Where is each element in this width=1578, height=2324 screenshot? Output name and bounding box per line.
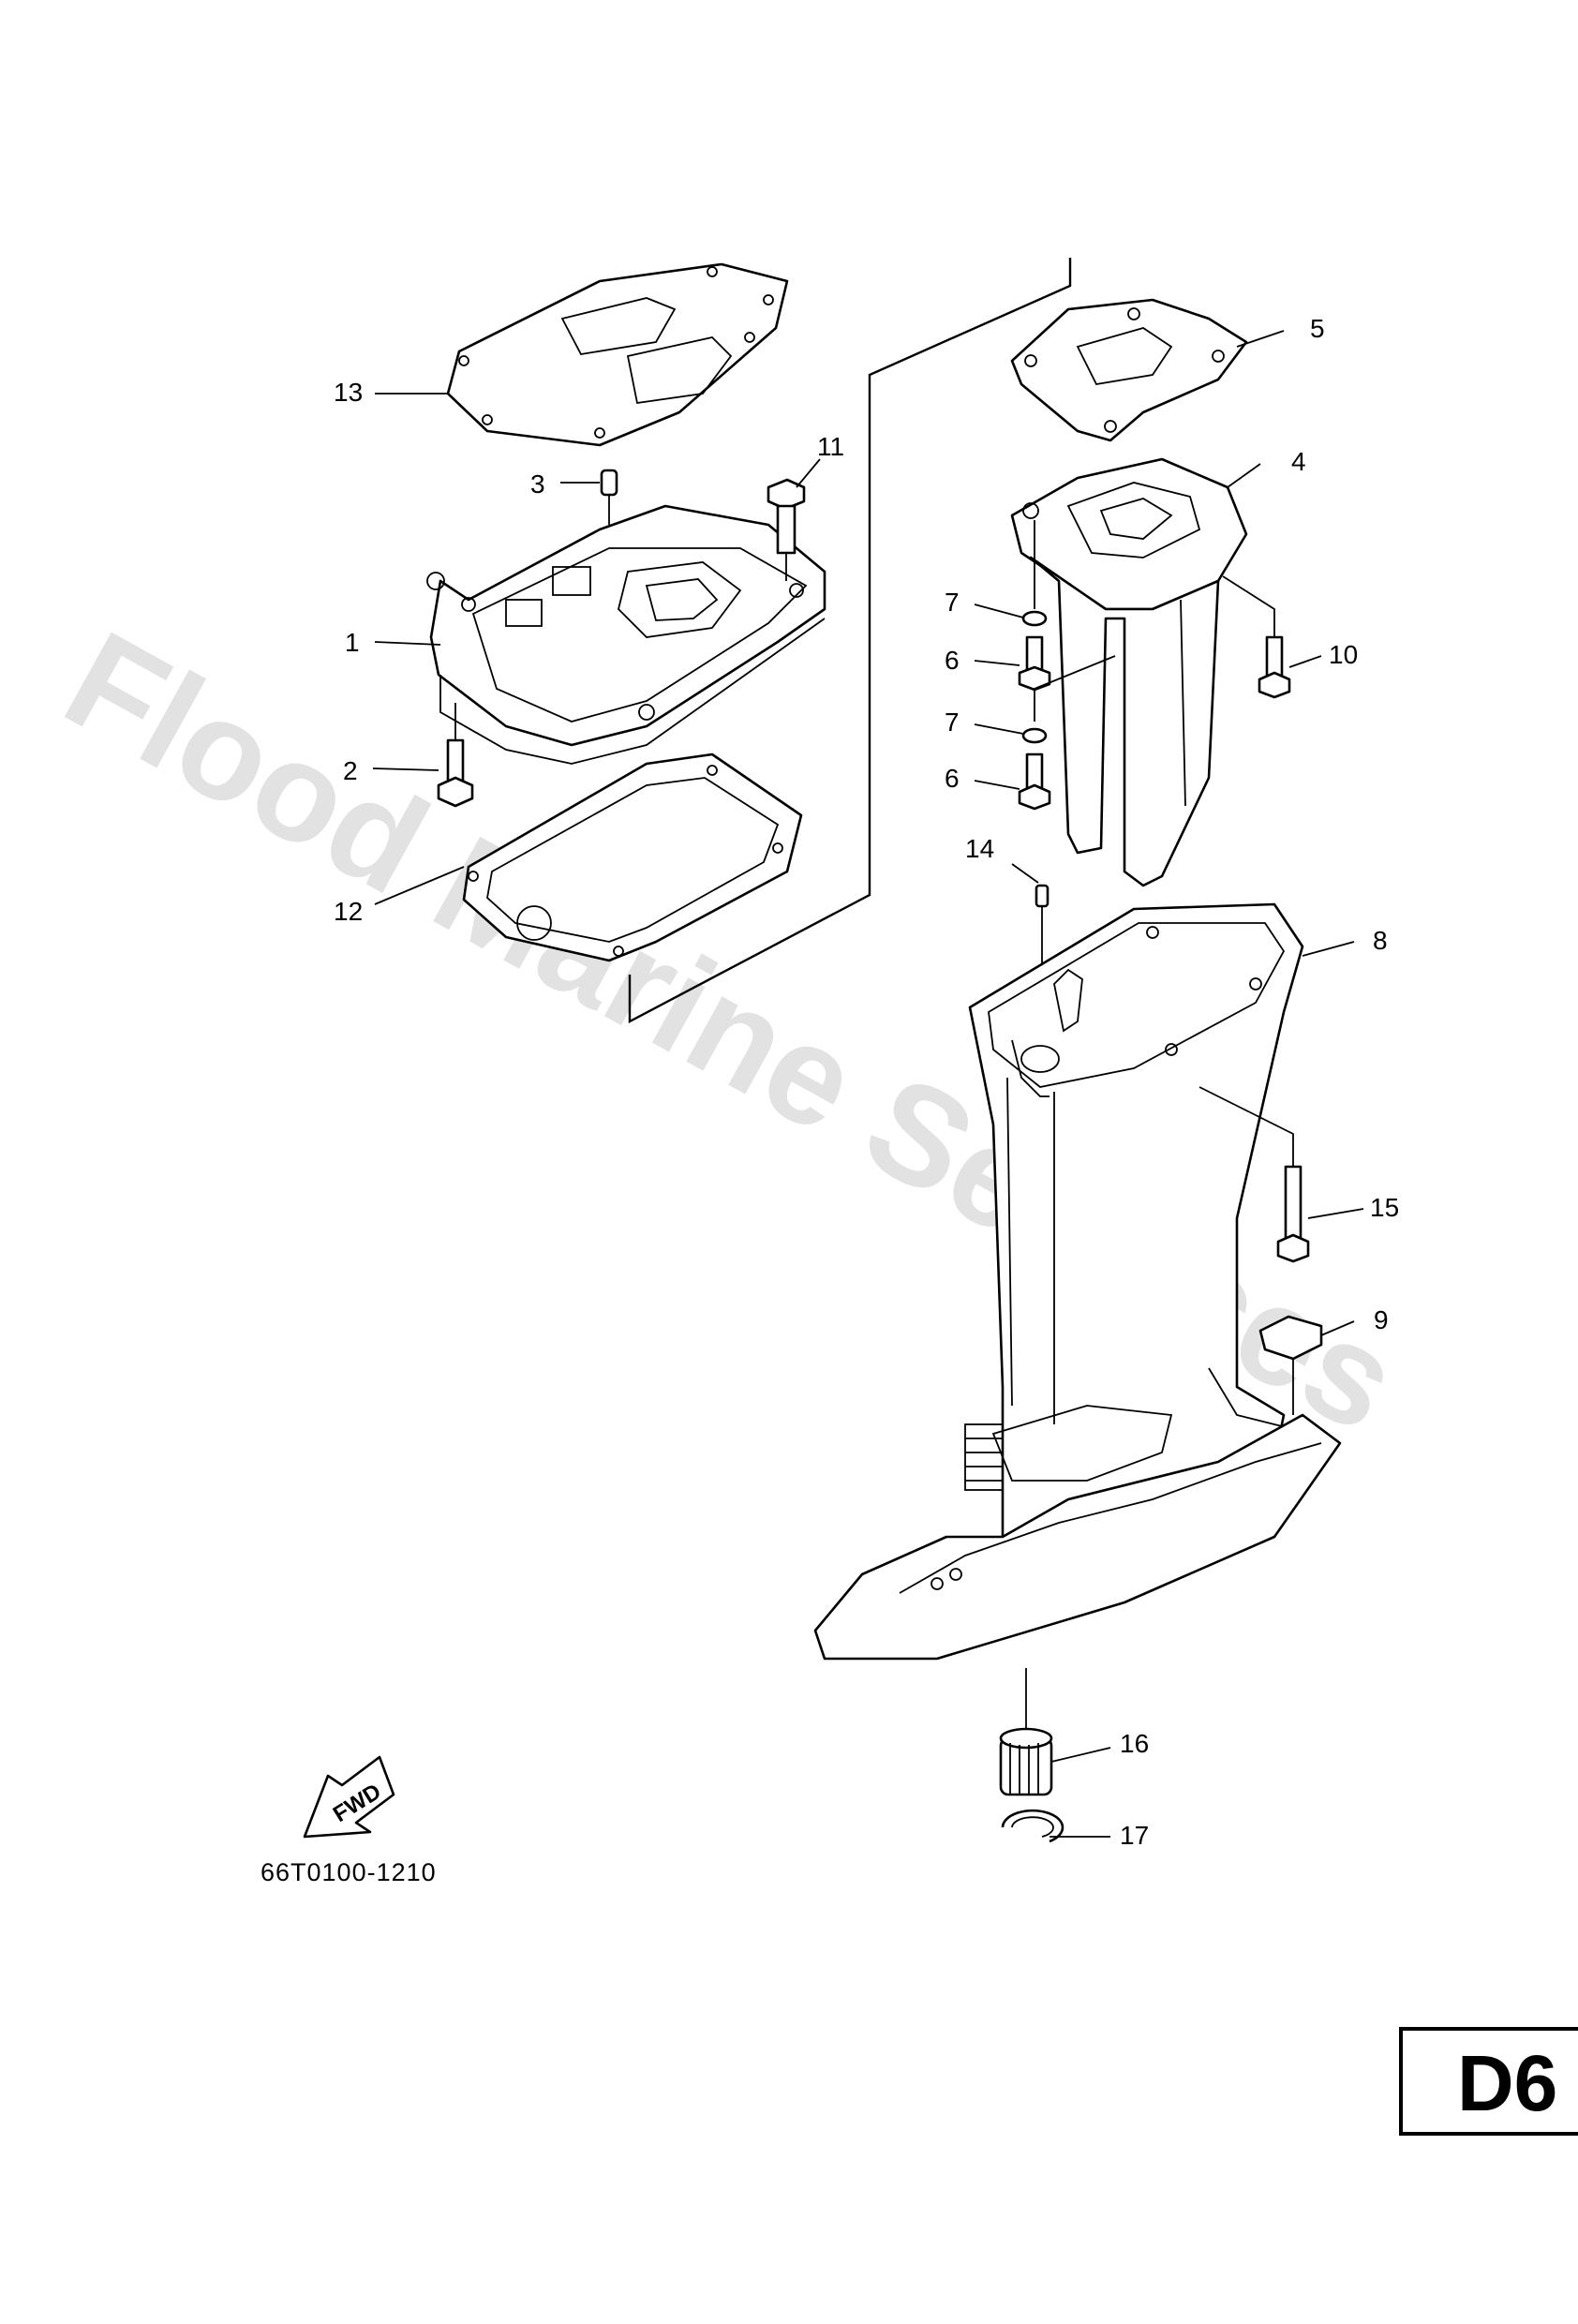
page-id-box: D6	[1399, 2027, 1578, 2136]
callout-leaders	[372, 330, 1364, 1838]
part-2-bolt	[437, 703, 474, 808]
part-11-bolt	[767, 478, 806, 581]
part-12-gasket-lower	[462, 752, 803, 962]
callout-2: 2	[343, 756, 358, 785]
callout-11: 11	[817, 432, 844, 461]
part-16-bushing	[999, 1668, 1053, 1796]
callout-6a: 6	[945, 646, 960, 675]
part-3-dowel-pin	[600, 469, 618, 525]
callout-labels: 1 2 3 4 5 6 6 7 7 8 9 10 11 12 13 14 15 …	[334, 314, 1399, 1850]
callout-15: 15	[1370, 1193, 1399, 1222]
callout-14: 14	[965, 834, 994, 863]
part-6-bolt-lower	[1018, 655, 1116, 811]
callout-17: 17	[1120, 1821, 1149, 1850]
callout-7a: 7	[945, 588, 960, 617]
fwd-arrow-icon: FWD	[303, 1755, 395, 1839]
part-15-stud-bolt	[1198, 1086, 1310, 1263]
part-7-washer-upper	[1021, 610, 1048, 627]
callout-7b: 7	[945, 708, 960, 737]
callout-13: 13	[334, 378, 363, 407]
part-10-bolt	[1222, 575, 1291, 699]
callout-8: 8	[1373, 926, 1388, 955]
callout-4: 4	[1291, 447, 1306, 476]
callout-12: 12	[334, 897, 363, 926]
part-17-circlip	[1001, 1809, 1064, 1843]
callout-1: 1	[345, 628, 360, 657]
callout-16: 16	[1120, 1729, 1149, 1758]
part-9-cover	[1258, 1315, 1323, 1415]
callout-5: 5	[1310, 314, 1325, 343]
part-6-bolt-upper	[1018, 520, 1051, 692]
part-8-upper-casing	[813, 902, 1342, 1661]
part-5-gasket	[1010, 298, 1248, 442]
page-id: D6	[1457, 2039, 1557, 2127]
callout-3: 3	[530, 469, 545, 499]
diagram-code: 66T0100-1210	[261, 1858, 437, 1886]
callout-9: 9	[1374, 1305, 1389, 1334]
callout-6b: 6	[945, 764, 960, 793]
assembly-frame-lines	[628, 258, 1072, 1023]
part-4-exhaust-guide	[1010, 457, 1248, 887]
part-1-upper-case	[426, 504, 826, 765]
callout-10: 10	[1329, 640, 1358, 669]
part-13-gasket-upper	[446, 262, 789, 447]
part-7-washer-lower	[1021, 727, 1048, 744]
